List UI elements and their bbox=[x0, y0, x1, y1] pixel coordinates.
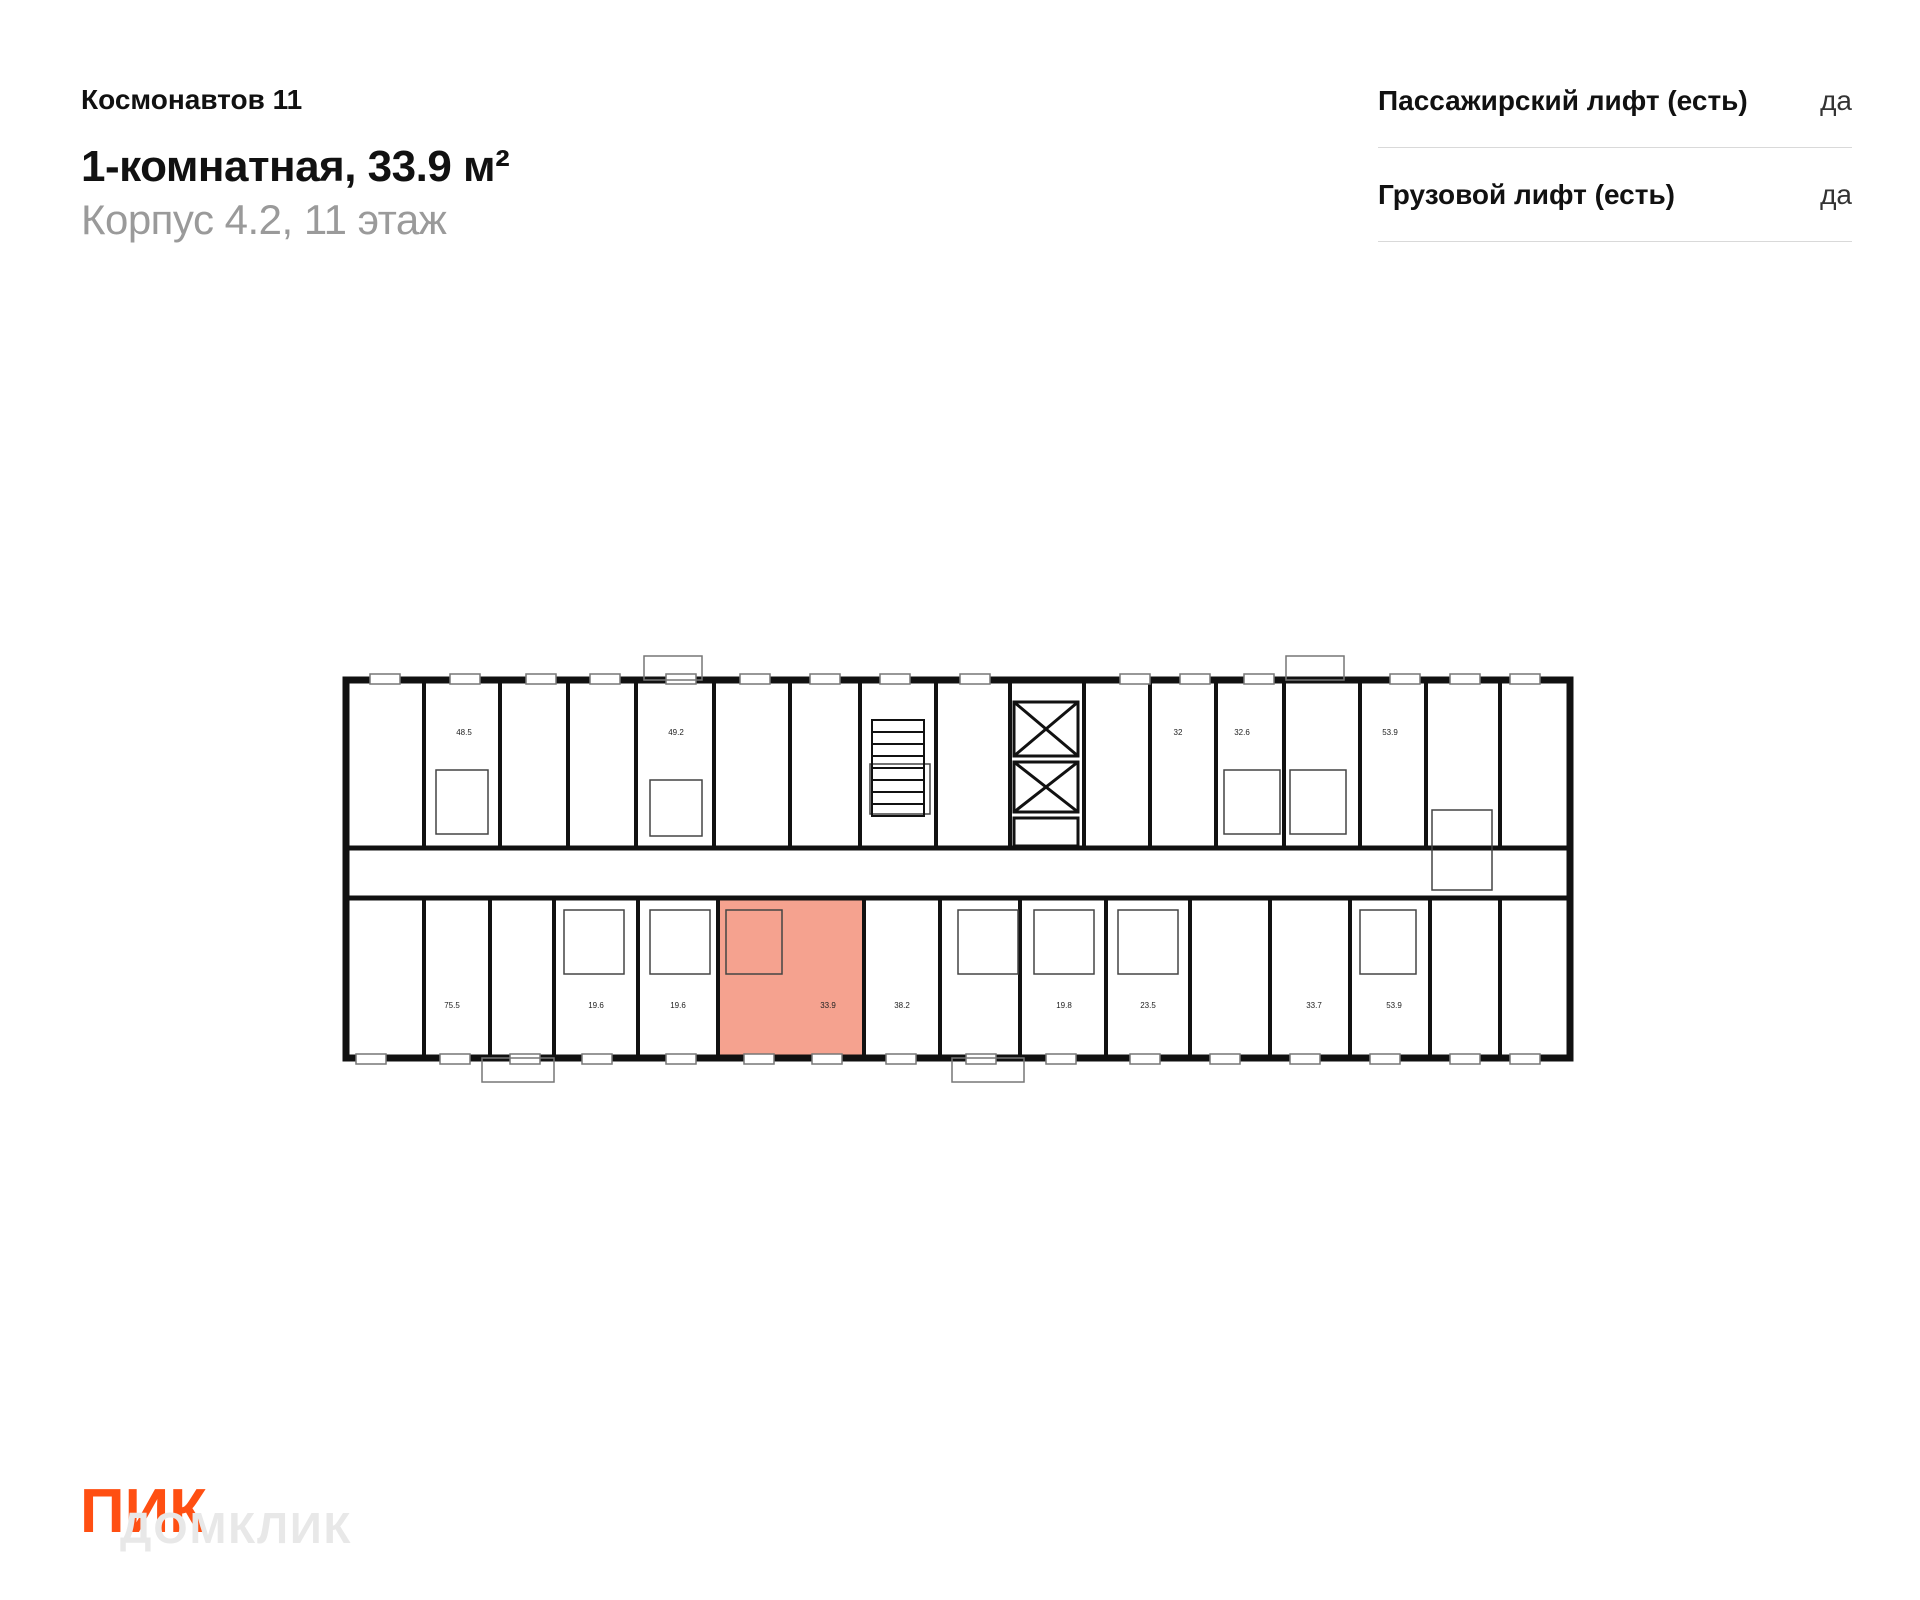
domclick-watermark: ДОМКЛИК bbox=[120, 1504, 353, 1553]
windows-top bbox=[369, 673, 1541, 685]
building-floor: Корпус 4.2, 11 этаж bbox=[81, 196, 447, 243]
brand-name: ПИК bbox=[80, 1478, 207, 1542]
apartment-title: 1-комнатная, 33.9 м² bbox=[81, 142, 510, 191]
feature-passenger-elevator: Пассажирский лифт (есть) да bbox=[1378, 54, 1852, 148]
area-label: 49.2 bbox=[668, 728, 684, 737]
area-label: 38.2 bbox=[894, 1001, 910, 1010]
elevator-core bbox=[1012, 700, 1080, 848]
top-partitions bbox=[422, 680, 1502, 848]
area-label: 48.5 bbox=[456, 728, 472, 737]
staircase bbox=[871, 719, 925, 817]
project-name: Космонавтов 11 bbox=[81, 84, 303, 115]
area-label: 23.5 bbox=[1140, 1001, 1156, 1010]
balconies bbox=[481, 655, 1345, 1083]
area-label: 32.6 bbox=[1234, 728, 1250, 737]
feature-label: Грузовой лифт (есть) bbox=[1378, 178, 1675, 210]
area-label: 32 bbox=[1174, 728, 1183, 737]
area-label: 53.9 bbox=[1386, 1001, 1402, 1010]
selected-apartment-highlight[interactable] bbox=[716, 896, 866, 1060]
feature-freight-elevator: Грузовой лифт (есть) да bbox=[1378, 148, 1852, 242]
area-label: 53.9 bbox=[1382, 728, 1398, 737]
corridor bbox=[350, 852, 1566, 894]
area-label: 75.5 bbox=[444, 1001, 460, 1010]
floor-plan: 48.5 49.2 32 32.6 53.9 75.5 19.6 19.6 33… bbox=[342, 655, 1574, 1083]
bottom-partitions bbox=[422, 898, 1502, 1058]
windows-bottom bbox=[355, 1053, 1541, 1065]
area-label: 19.6 bbox=[588, 1001, 604, 1010]
feature-value: да bbox=[1820, 178, 1852, 210]
feature-label: Пассажирский лифт (есть) bbox=[1378, 84, 1748, 116]
pik-logo: ПИК bbox=[80, 1478, 207, 1542]
area-label: 19.8 bbox=[1056, 1001, 1072, 1010]
area-label: 33.7 bbox=[1306, 1001, 1322, 1010]
bathrooms bbox=[435, 763, 1493, 975]
area-label: 19.6 bbox=[670, 1001, 686, 1010]
feature-value: да bbox=[1820, 84, 1852, 116]
features-list: Пассажирский лифт (есть) да Грузовой лиф… bbox=[1378, 54, 1852, 242]
area-label-selected: 33.9 bbox=[820, 1001, 836, 1010]
